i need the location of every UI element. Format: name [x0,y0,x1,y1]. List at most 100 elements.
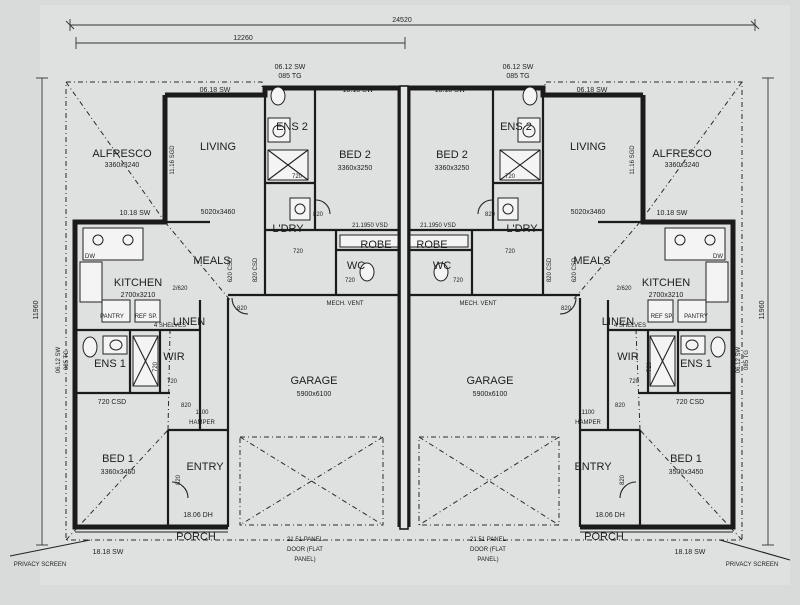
wc-left: WC [347,260,365,272]
door-820-entry-right: 820 [620,474,626,485]
linen-right: LINEN [602,316,634,328]
alfresco-left-size: 3360x3240 [105,162,140,169]
overall-dimension: 24520 [65,17,760,31]
door-820-csd-left: 820 CSD [253,257,259,282]
door-720-wc-right: 720 [453,278,464,284]
entry-right: ENTRY [574,461,612,473]
door-820-bed2-right: 820 [485,212,496,218]
party-wall [399,85,409,530]
door-720-ldry-left: 720 [293,249,304,255]
bed1-left-size: 3360x3450 [101,469,136,476]
window-085-right: 085 TG [506,73,529,80]
pantry-right: PANTRY [684,314,708,320]
wc-right: WC [433,260,451,272]
porch-right: PORCH [584,531,624,543]
window-1606-right: 18.06 DH [595,512,625,519]
side-dimension-left: 11960 [33,77,48,546]
half-width-label: 12260 [233,35,253,42]
laundry-right: L'DRY [506,223,538,235]
garage-door-left [239,436,384,526]
kitchen-right-name: KITCHEN [642,277,690,289]
window-1018-left: 10.18 SW [120,210,151,217]
bed1-right-size: 3500x3450 [669,469,704,476]
robe-right: ROBE [416,239,447,251]
wir-left: WIR [163,351,184,363]
door-720-wir-left: 720 [167,379,178,385]
privacy-screen-right: PRIVACY SCREEN [726,562,778,568]
door-820-csd-right: 820 CSD [547,257,553,282]
left-fixtures [79,86,399,387]
door-820-bed1-left: 820 [181,403,192,409]
kitchen-right-size: 2700x3210 [649,292,684,299]
alfresco-right-size: 3360x3240 [665,162,700,169]
window-085-right-vert: 085 TG [744,350,750,370]
right-unit-labels: 06.12 SW 085 TG 06.18 SW 18.18 SW 10.18 … [416,64,778,568]
door-820-bed1-right: 820 [615,403,626,409]
window-2119-right: 21.1950 VSD [420,223,456,229]
door-720-csd-left: 720 CSD [98,399,126,406]
bed2-right-name: BED 2 [436,149,468,161]
window-1618-left: 18.18 SW [93,549,124,556]
ens2-right: ENS 2 [500,121,532,133]
robe-left: ROBE [360,239,391,251]
ens2-left: ENS 2 [276,121,308,133]
window-1606-left: 18.06 DH [183,512,213,519]
window-1618-right: 18.18 SW [675,549,706,556]
door-720-ens1-right: 720 [647,361,653,372]
window-085-left-vert: 085 TG [64,350,70,370]
entry-left: ENTRY [186,461,224,473]
door-820-garage-right: 820 [561,306,572,312]
bed2-right-size: 3360x3250 [435,165,470,172]
shelves-right: 4 SHELVES [614,323,646,329]
window-0618-right: 06.18 SW [577,87,608,94]
half-dimension: 12260 [75,35,406,49]
garage-door-left-line2: DOOR (FLAT [287,547,323,553]
window-1818-right: 18.18 SW [435,87,466,94]
living-right-size: 5020x3460 [571,209,606,216]
alfresco-right-name: ALFRESCO [652,148,712,160]
depth-right-label: 11960 [759,300,766,319]
ens1-left: ENS 1 [94,358,126,370]
meals-left: MEALS [193,255,230,267]
shelves-left: 4 SHELVES [154,323,186,329]
window-2119-left: 21.1950 VSD [352,223,388,229]
ens1-right: ENS 1 [680,358,712,370]
privacy-screen-left: PRIVACY SCREEN [14,562,66,568]
window-1116-right: 11.16 SGD [630,145,636,175]
laundry-left: L'DRY [272,223,304,235]
door-720-ens2-right: 720 [505,174,516,180]
window-0612-right: 06.12 SW [503,64,534,71]
window-1116-left: 11.16 SGD [170,145,176,175]
dw-left: DW [85,254,95,260]
living-right-name: LIVING [570,141,606,153]
window-0612-right-vert: 06.12 SW [736,346,742,373]
window-0618-left: 06.18 SW [200,87,231,94]
door-720-ens2-left: 720 [292,174,303,180]
window-0612-left: 06.12 SW [275,64,306,71]
window-0612-left-vert: 06.12 SW [56,346,62,373]
garage-right-name: GARAGE [466,375,513,387]
dw-right: DW [713,254,723,260]
living-left-size: 5020x3460 [201,209,236,216]
bed1-left-name: BED 1 [102,453,134,465]
door-720-ldry-right: 720 [505,249,516,255]
kitchen-left-name: KITCHEN [114,277,162,289]
overall-width-label: 24520 [392,17,412,24]
door-720-wc-left: 720 [345,278,356,284]
garage-door-right-line1: 21.51 PANEL [470,537,507,543]
meals-right: MEALS [573,255,610,267]
door-820-garage-left: 820 [237,306,248,312]
garage-door-right [418,436,560,526]
pantry-left: PANTRY [100,314,124,320]
porch-lines [9,531,791,561]
door-2620-right: 2/620 [616,286,632,292]
garage-door-right-line3: PANEL) [477,557,498,563]
door-720-csd-right: 720 CSD [676,399,704,406]
living-left-name: LIVING [200,141,236,153]
linen-left: LINEN [173,316,205,328]
garage-door-left-line1: 21.51 PANEL [287,537,324,543]
window-085-left: 085 TG [278,73,301,80]
alfresco-left-name: ALFRESCO [92,148,152,160]
door-620-csd-left: 620 CSD [228,257,234,282]
